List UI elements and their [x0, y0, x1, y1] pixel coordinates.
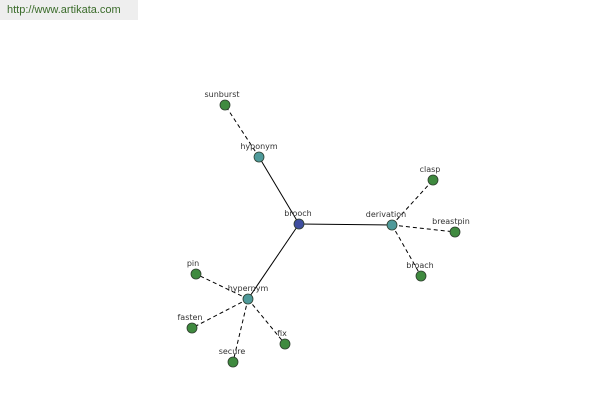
- node-pin[interactable]: pin: [187, 259, 202, 280]
- edge-hypernym-fasten: [191, 298, 249, 329]
- edge-derivation-clasp: [391, 179, 434, 226]
- node-circle-hypernym[interactable]: [242, 293, 254, 305]
- node-circle-derivation[interactable]: [386, 219, 398, 231]
- node-label-fix: fix: [277, 329, 287, 338]
- site-banner: http://www.artikata.com: [0, 0, 138, 20]
- node-label-clasp: clasp: [420, 165, 441, 174]
- edge-derivation-broach: [391, 224, 422, 277]
- node-label-brooch: brooch: [284, 209, 311, 218]
- node-circle-pin[interactable]: [190, 268, 202, 280]
- nodes-layer: brooch hyponym derivation hypernym sunburst c…: [177, 90, 470, 368]
- edge-brooch-derivation: [298, 223, 393, 226]
- node-circle-breastpin[interactable]: [449, 226, 461, 238]
- edge-hypernym-secure: [232, 298, 249, 363]
- node-label-hyponym: hyponym: [240, 142, 278, 151]
- node-circle-brooch[interactable]: [293, 218, 305, 230]
- node-fix[interactable]: fix: [277, 329, 291, 350]
- node-circle-sunburst[interactable]: [219, 99, 231, 111]
- node-circle-secure[interactable]: [227, 356, 239, 368]
- node-derivation[interactable]: derivation: [366, 210, 406, 231]
- node-label-breastpin: breastpin: [432, 217, 470, 226]
- node-circle-fix[interactable]: [279, 338, 291, 350]
- edge-brooch-hypernym: [247, 223, 300, 300]
- site-url-link[interactable]: http://www.artikata.com: [7, 4, 121, 16]
- node-breastpin[interactable]: breastpin: [432, 217, 470, 238]
- node-label-secure: secure: [219, 347, 246, 356]
- node-label-pin: pin: [187, 259, 199, 268]
- node-hypernym[interactable]: hypernym: [228, 284, 269, 305]
- edge-hypernym-fix: [247, 298, 286, 345]
- node-label-sunburst: sunburst: [204, 90, 239, 99]
- node-circle-broach[interactable]: [415, 270, 427, 282]
- node-sunburst[interactable]: sunburst: [204, 90, 240, 111]
- node-fasten[interactable]: fasten: [177, 313, 203, 334]
- edge-derivation-breastpin: [391, 224, 456, 233]
- node-clasp[interactable]: clasp: [420, 165, 441, 186]
- node-broach[interactable]: broach: [406, 261, 434, 282]
- node-label-fasten: fasten: [177, 313, 202, 322]
- node-label-hypernym: hypernym: [228, 284, 269, 293]
- node-secure[interactable]: secure: [219, 347, 246, 368]
- node-brooch[interactable]: brooch: [284, 209, 312, 230]
- edge-hyponym-sunburst: [224, 104, 260, 158]
- edges-layer: [191, 104, 456, 363]
- node-hyponym[interactable]: hyponym: [240, 142, 278, 163]
- node-circle-fasten[interactable]: [186, 322, 198, 334]
- node-circle-hyponym[interactable]: [253, 151, 265, 163]
- node-label-derivation: derivation: [366, 210, 406, 219]
- node-label-broach: broach: [406, 261, 433, 270]
- edge-hypernym-pin: [195, 273, 249, 300]
- node-circle-clasp[interactable]: [427, 174, 439, 186]
- edge-brooch-hyponym: [258, 156, 300, 225]
